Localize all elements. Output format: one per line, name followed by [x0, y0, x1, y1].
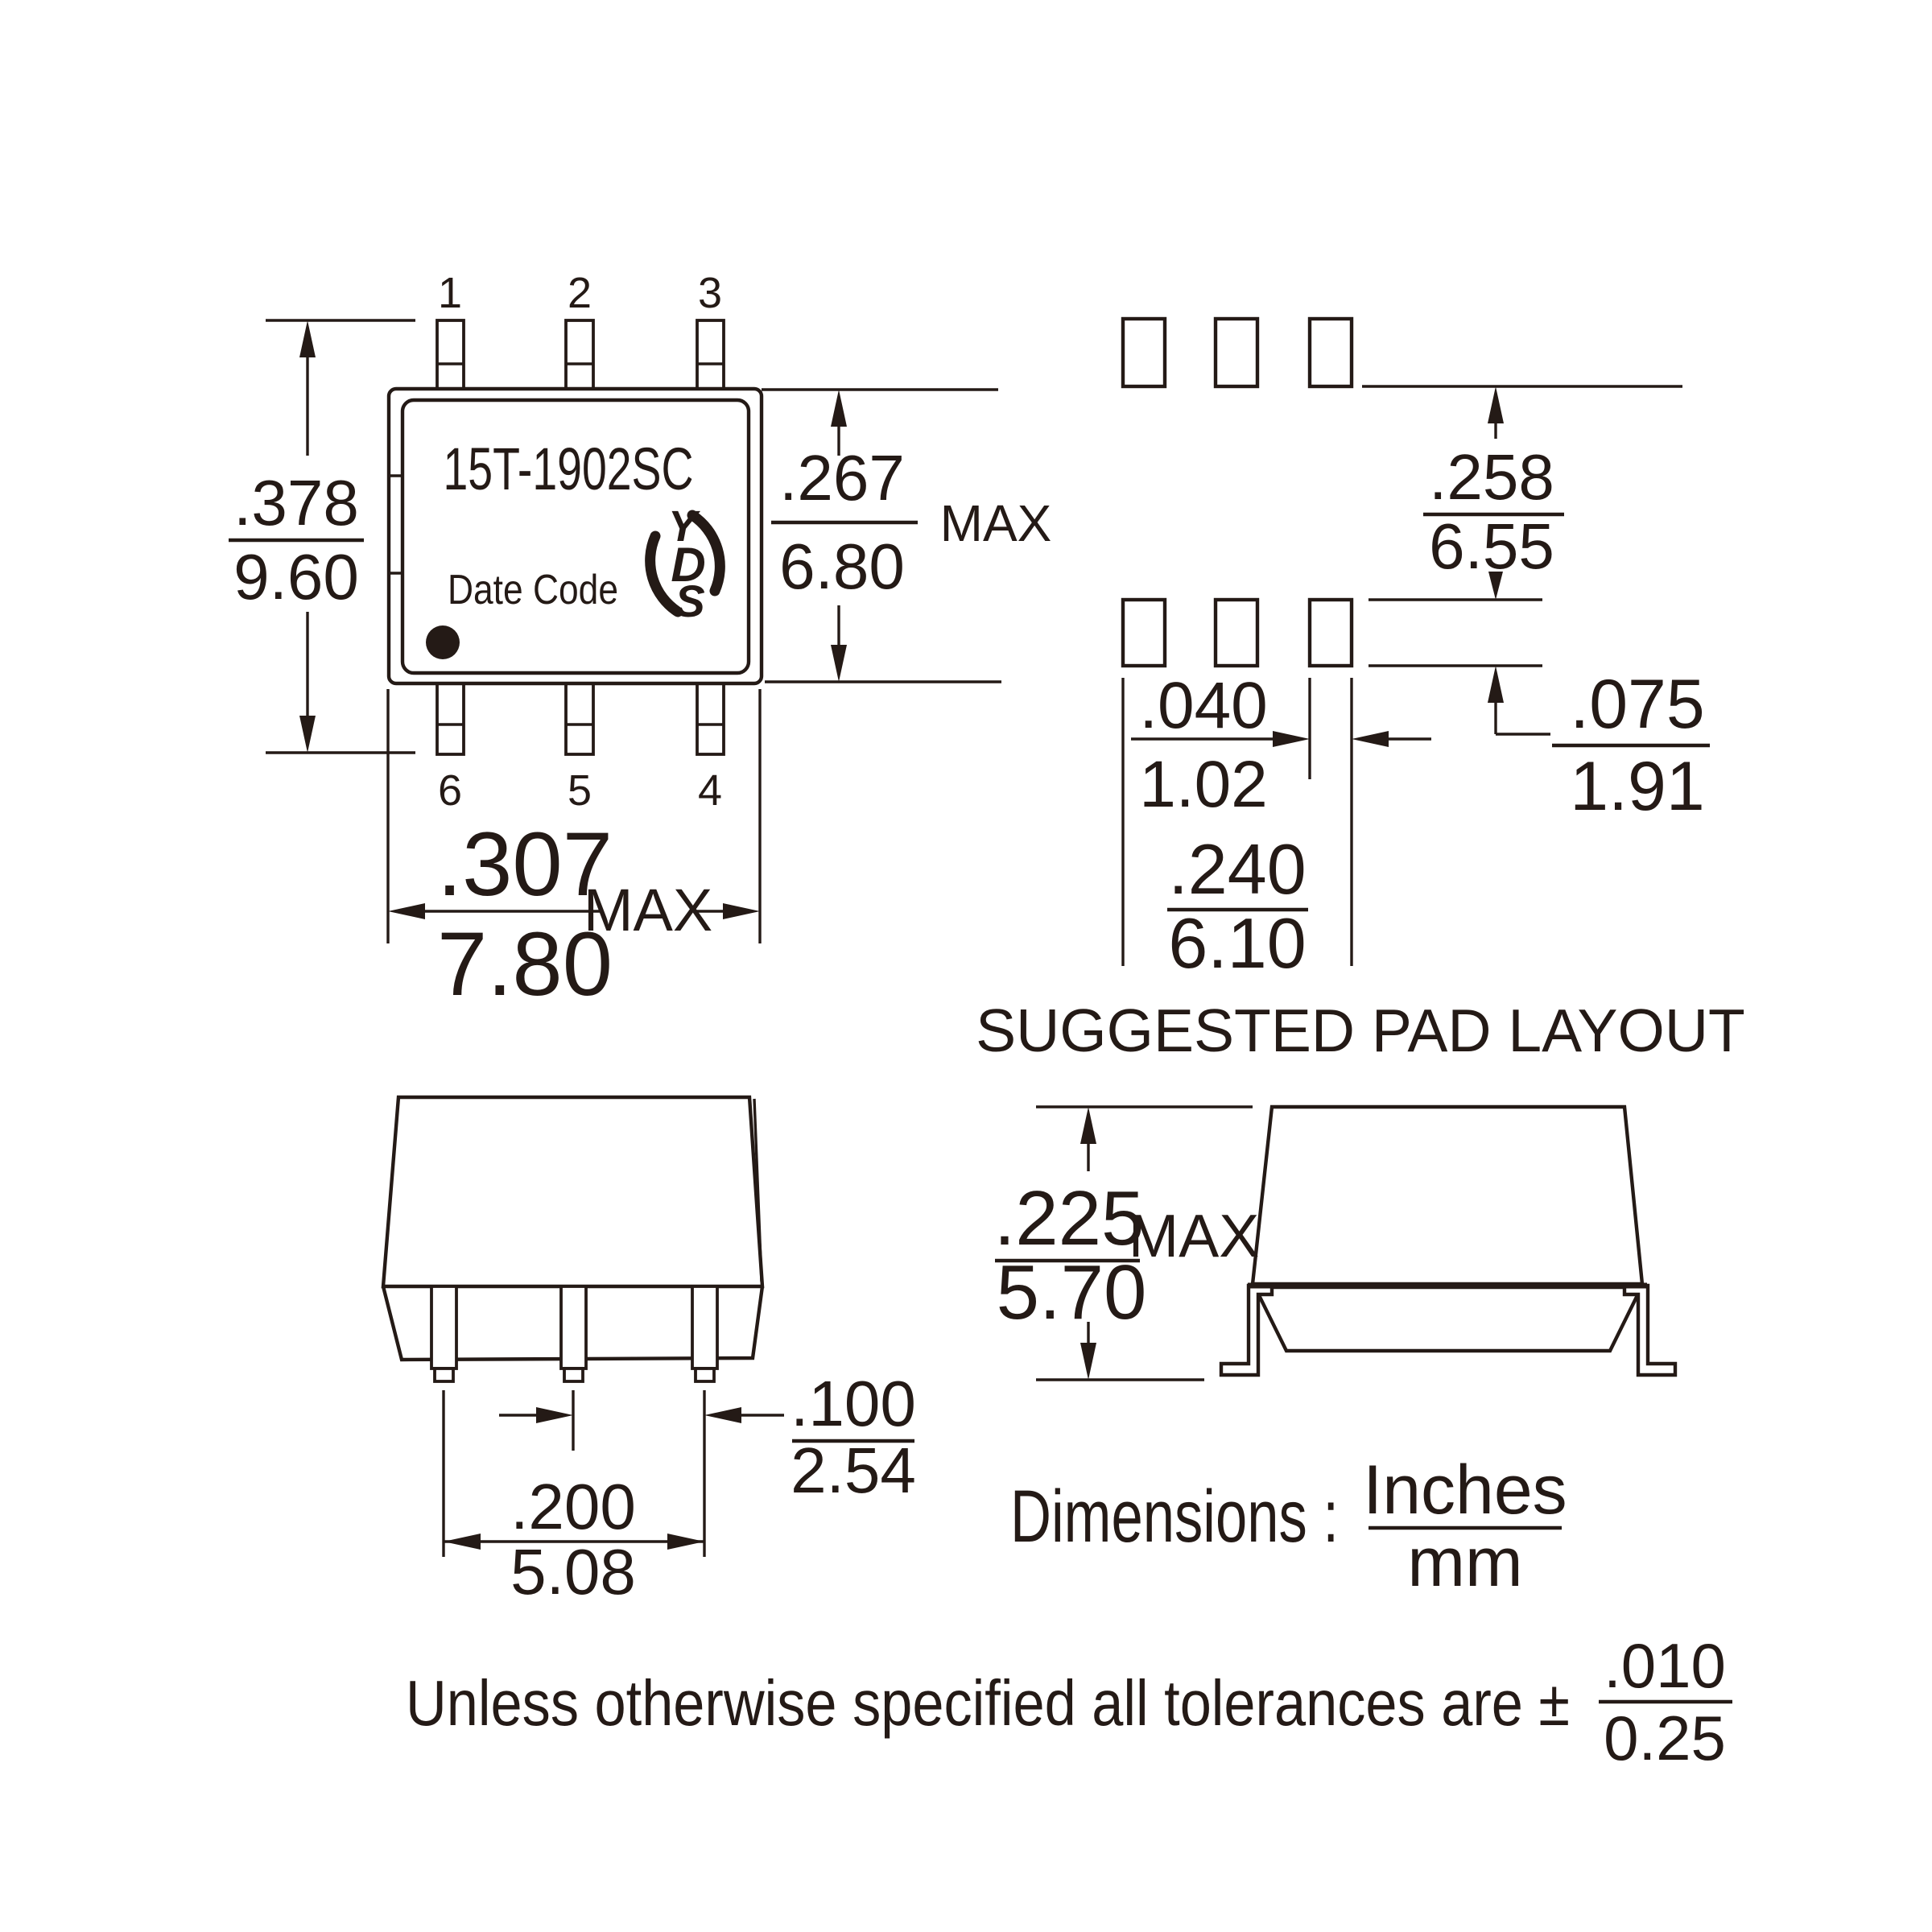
dim-pin-pitch-mm: 2.54: [791, 1435, 916, 1506]
dim-side-height: .225 MAX 5.70: [994, 1105, 1260, 1381]
dim-row-gap: .258 6.55: [1362, 385, 1682, 601]
dim-row-gap-inches: .258: [1429, 441, 1554, 513]
pin-3: [696, 319, 725, 391]
dim-side-height-max: MAX: [1129, 1202, 1260, 1269]
dim-pin-span: .200 5.08: [444, 1471, 704, 1608]
tolerance-mm: 0.25: [1604, 1703, 1726, 1773]
dim-pad-height: .075 1.91: [1368, 664, 1710, 825]
front-pin-3-foot: [694, 1367, 716, 1383]
dim-pad-width-inches: .040: [1139, 669, 1268, 742]
dim-pad-width-mm: 1.02: [1139, 748, 1268, 821]
front-pin-1: [430, 1285, 458, 1370]
legend-label: Dimensions :: [1010, 1476, 1339, 1558]
pad-layout-pads: [1121, 316, 1354, 668]
pad-bottom-3: [1307, 597, 1354, 668]
logo-letter-s: S: [675, 576, 704, 626]
dim-overall-height: .378 9.60: [229, 319, 415, 754]
logo-letter-y: Y: [668, 502, 701, 551]
dim-overall-height-mm: 9.60: [233, 541, 359, 613]
dim-body-height-inches: .267: [779, 442, 905, 514]
units-legend: Dimensions : Inches mm: [1010, 1451, 1567, 1601]
pin-6: [436, 682, 465, 756]
pin-4-label: 4: [698, 766, 722, 815]
dim-body-width-inches: .307: [437, 814, 613, 914]
pin-3-label: 3: [698, 269, 722, 317]
pin-number-labels: 1 2 3 6 5 4: [438, 269, 722, 815]
dim-overall-height-inches: .378: [233, 467, 359, 539]
tolerance-note: Unless otherwise specified all tolerance…: [406, 1630, 1732, 1773]
pad-top-2: [1213, 316, 1260, 389]
dim-pad-height-mm: 1.91: [1570, 748, 1704, 825]
front-body-side-edge: [753, 1098, 763, 1282]
side-view: .225 MAX 5.70: [994, 1104, 1678, 1381]
pad-top-3: [1307, 316, 1354, 389]
dim-pin-span-inches: .200: [510, 1471, 636, 1542]
dim-body-width-max: MAX: [584, 877, 712, 943]
pin-1: [436, 319, 465, 391]
front-pin-3: [691, 1285, 719, 1370]
top-view: 15T-1902SC Date Code Y D S 1 2 3 6 5 4: [229, 269, 1051, 1014]
legend-numerator: Inches: [1363, 1451, 1567, 1529]
logo-letter-d: D: [671, 538, 705, 592]
pad-layout-title: SUGGESTED PAD LAYOUT: [976, 997, 1745, 1064]
pin-6-label: 6: [438, 766, 462, 815]
pin-4: [696, 682, 725, 756]
dim-side-height-mm: 5.70: [997, 1249, 1147, 1335]
dim-pad-span-mm: 6.10: [1168, 903, 1306, 983]
dim-body-width: .307 7.80 MAX: [386, 689, 762, 1014]
legend-denominator: mm: [1407, 1524, 1522, 1601]
front-pin-2-foot: [563, 1367, 584, 1383]
dim-pad-height-inches: .075: [1570, 666, 1704, 743]
tolerance-inches: .010: [1604, 1630, 1726, 1701]
pin-2-label: 2: [568, 269, 592, 317]
pad-bottom-1: [1121, 597, 1167, 668]
dim-pin-pitch-inches: .100: [791, 1368, 916, 1439]
pin-2: [564, 319, 595, 391]
pad-top-1: [1121, 316, 1167, 389]
pin-5-label: 5: [568, 766, 592, 815]
pad-bottom-2: [1213, 597, 1260, 668]
dim-pad-span: .240 6.10: [1121, 678, 1353, 983]
dim-pin-span-mm: 5.08: [510, 1536, 636, 1608]
dim-body-height-mm: 6.80: [779, 530, 905, 602]
dim-row-gap-mm: 6.55: [1429, 510, 1554, 582]
dim-pad-span-inches: .240: [1168, 829, 1306, 909]
front-view: .100 2.54 .200 5.08: [381, 1095, 916, 1608]
front-pin-1-foot: [433, 1367, 455, 1383]
side-body: [1250, 1104, 1645, 1286]
side-lead-left: [1219, 1283, 1274, 1377]
side-body-base: [1252, 1285, 1645, 1353]
front-pin-2: [559, 1285, 588, 1370]
top-view-pins-top: [436, 319, 725, 391]
dim-body-height: .267 6.80 MAX: [762, 388, 1052, 683]
pad-layout: .258 6.55 .075 1.91 .040 1.02: [976, 316, 1745, 1064]
yds-logo-icon: Y D S: [645, 502, 725, 626]
side-lead-right: [1622, 1283, 1678, 1377]
dim-body-height-max: MAX: [940, 494, 1052, 552]
date-code-label: Date Code: [448, 567, 618, 613]
part-number-label: 15T-1902SC: [444, 436, 694, 502]
tolerance-note-text: Unless otherwise specified all tolerance…: [406, 1667, 1570, 1739]
dim-body-width-mm: 7.80: [437, 914, 613, 1014]
pin-5: [564, 682, 595, 756]
front-body: [381, 1095, 765, 1289]
package-body-inner-outline: [400, 398, 751, 675]
dim-side-height-inches: .225: [994, 1175, 1145, 1261]
front-view-pins: [430, 1285, 719, 1383]
dim-pad-width: .040 1.02: [1131, 669, 1431, 821]
pin-1-label: 1: [438, 269, 462, 317]
dim-pin-pitch: .100 2.54: [442, 1368, 916, 1557]
pin1-indicator-dot: [426, 625, 460, 659]
